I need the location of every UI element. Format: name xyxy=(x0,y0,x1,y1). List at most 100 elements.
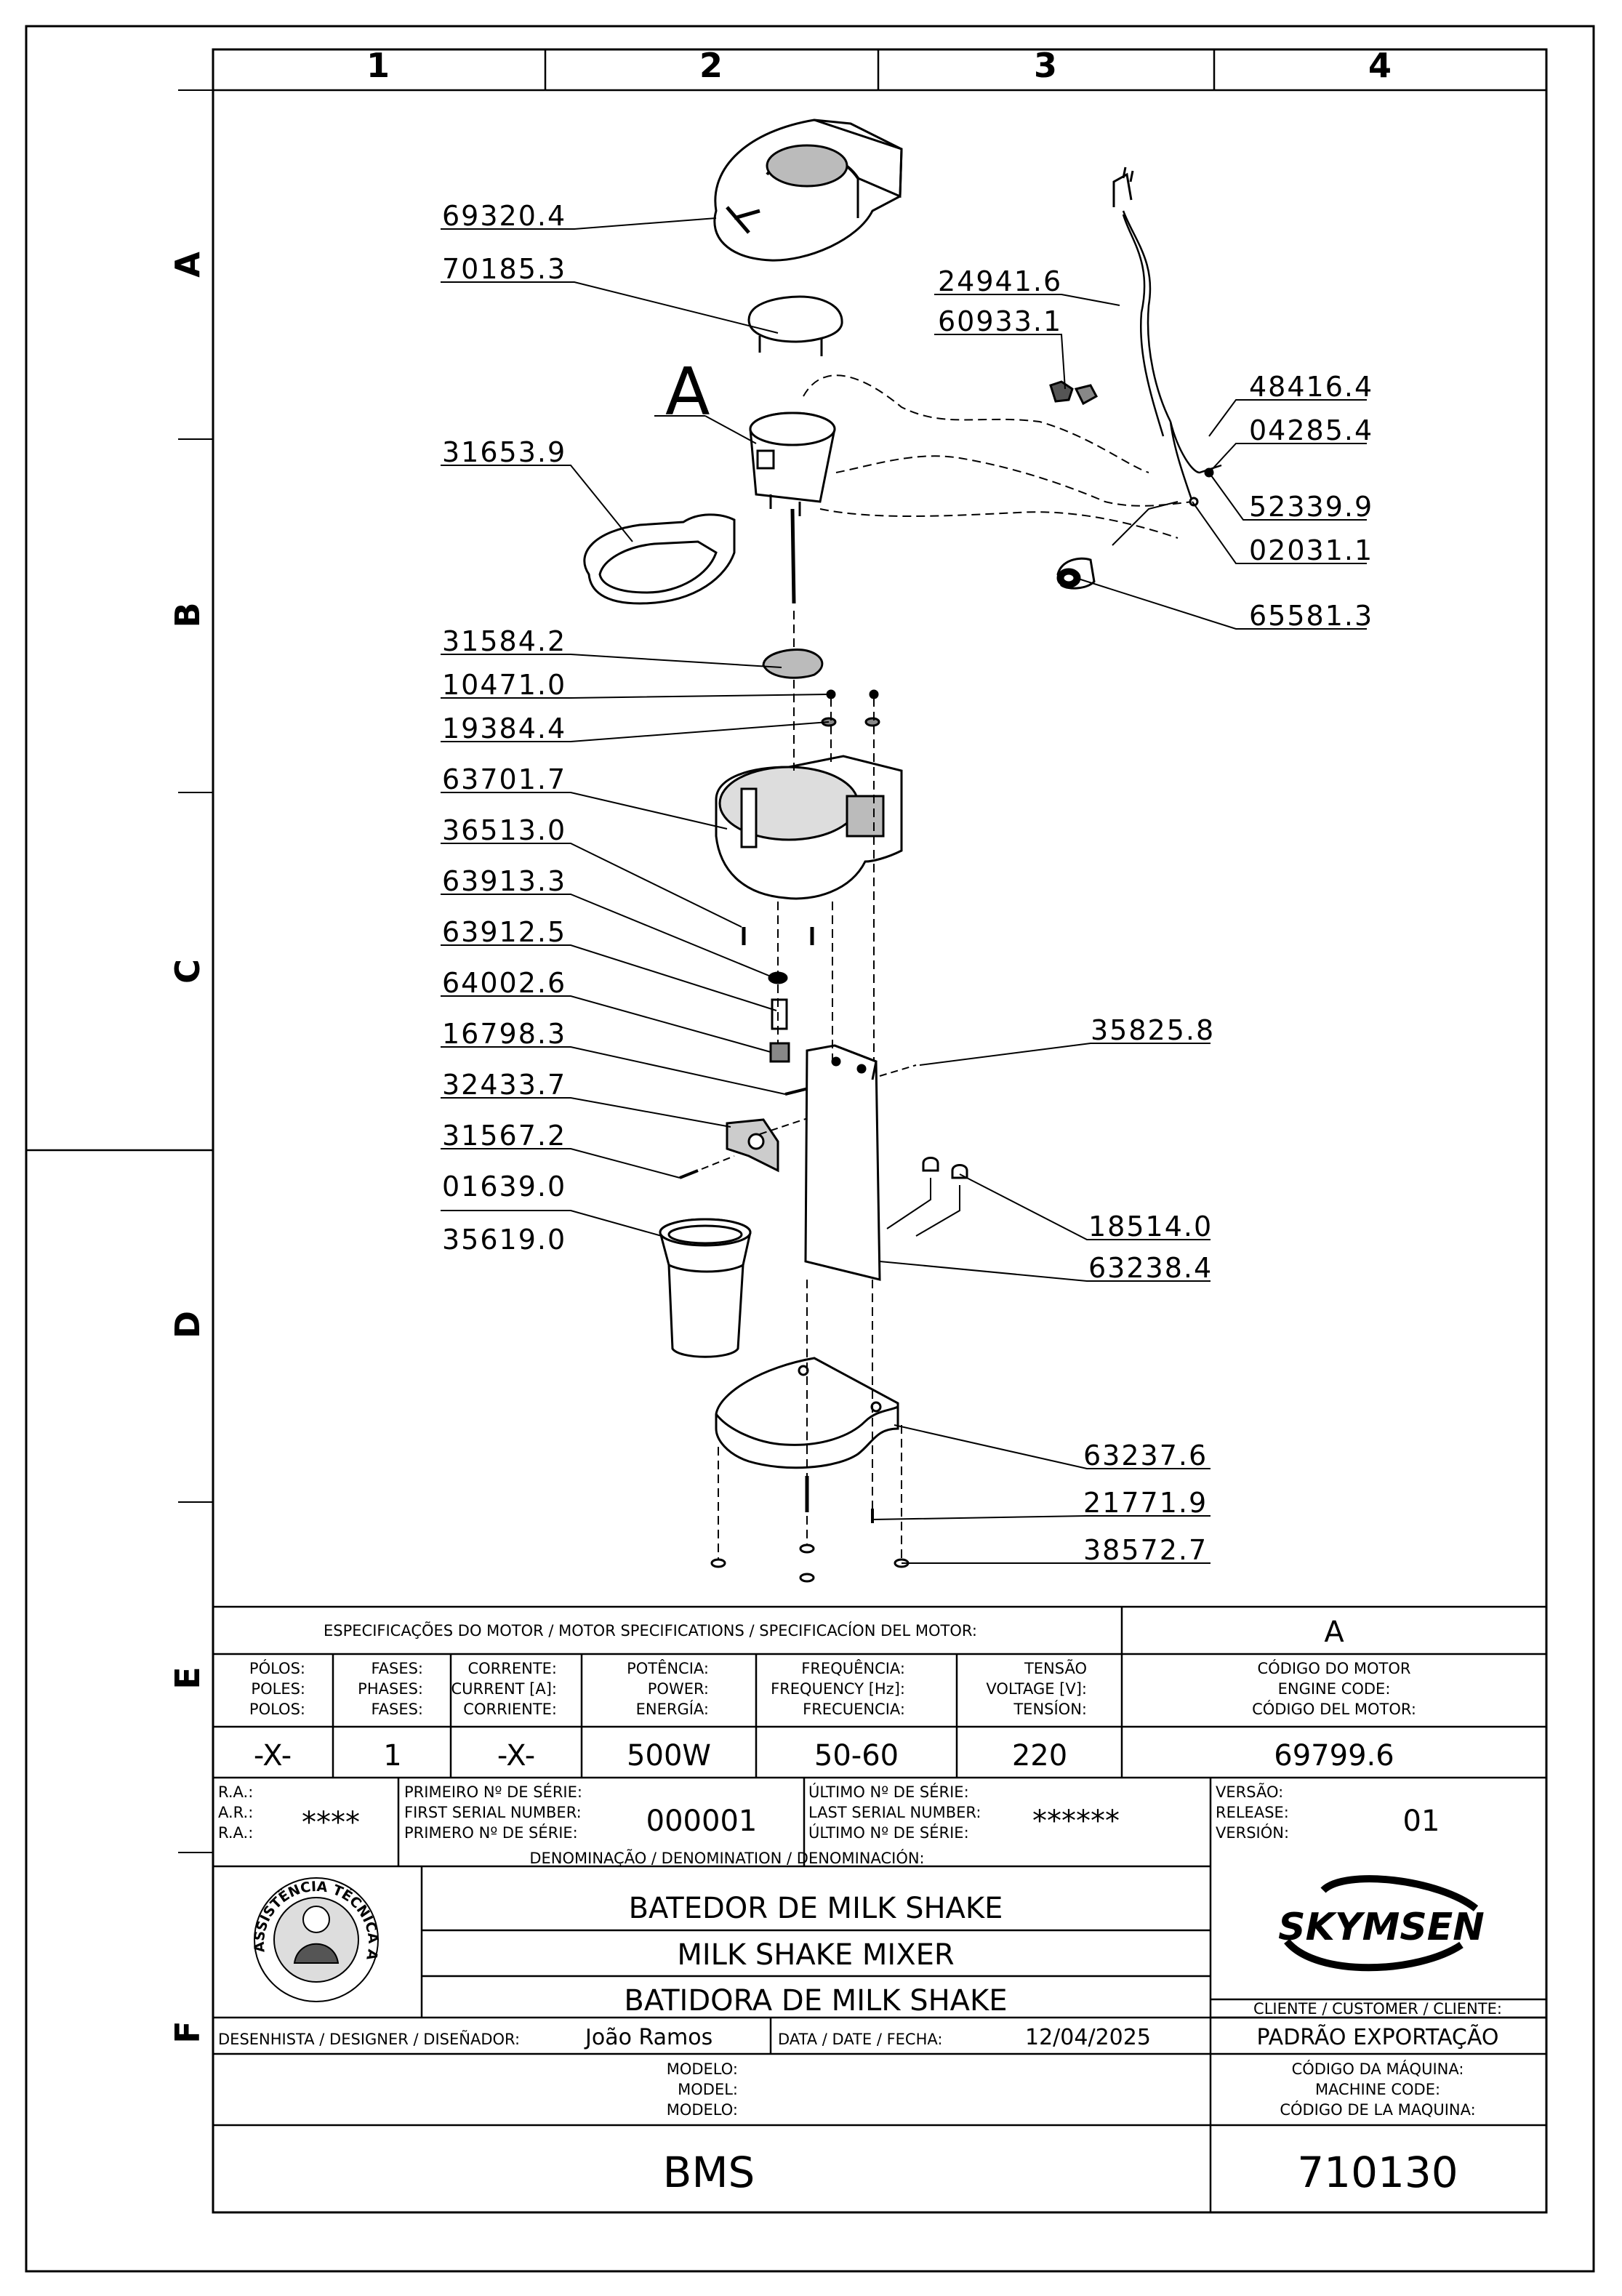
authorized-service-seal: ASSISTÊNCIA TÉCNICA AUTORIZADA xyxy=(0,0,381,2002)
grid-row-a: A xyxy=(168,252,207,278)
designer-value: João Ramos xyxy=(584,2025,712,2050)
detail-marker-a: A xyxy=(665,354,710,430)
part-label-63238-4: 63238.4 xyxy=(1088,1252,1213,1284)
frequency-label-pt: FREQUÊNCIA: xyxy=(801,1659,905,1677)
name-es: BATIDORA DE MILK SHAKE xyxy=(624,1984,1007,2018)
model-label-es: MODELO: xyxy=(667,2101,738,2119)
part-label-01639-0: 01639.0 xyxy=(442,1171,566,1203)
model-value: BMS xyxy=(663,2148,755,2197)
machine-code-label-en: MACHINE CODE: xyxy=(1315,2081,1440,2098)
brand-wordmark: SKYMSEN xyxy=(1278,1906,1485,1949)
base-plate-part xyxy=(715,1357,899,1469)
part-label-63912-5: 63912.5 xyxy=(442,916,566,948)
title-block xyxy=(213,1605,1546,2212)
part-label-35619-0: 35619.0 xyxy=(442,1224,566,1256)
voltage-label-en: VOLTAGE [V]: xyxy=(986,1680,1087,1698)
current-label-en: CURRENT [A]: xyxy=(451,1680,557,1698)
part-label-21771-9: 21771.9 xyxy=(1083,1487,1208,1519)
outer-border xyxy=(25,25,1595,2273)
part-label-65581-3: 65581.3 xyxy=(1249,600,1373,632)
ra-label-pt: R.A.: xyxy=(218,1783,253,1801)
phases-label-pt: FASES: xyxy=(371,1660,423,1677)
poles-label-pt: PÓLOS: xyxy=(249,1659,305,1677)
first-serial-label-pt: PRIMEIRO Nº DE SÉRIE: xyxy=(404,1783,582,1801)
grid-column-1: 1 xyxy=(366,46,390,85)
part-label-52339-9: 52339.9 xyxy=(1249,491,1373,523)
coupling-disc-part xyxy=(762,649,824,679)
switch-bracket-part xyxy=(726,1108,837,1173)
machine-code-value: 710130 xyxy=(1297,2148,1458,2197)
part-label-63913-3: 63913.3 xyxy=(442,865,566,897)
model-label-pt: MODELO: xyxy=(667,2060,738,2078)
engine-code-label-en: ENGINE CODE: xyxy=(1278,1680,1391,1698)
last-serial-value: ****** xyxy=(1032,1805,1120,1838)
name-en: MILK SHAKE MIXER xyxy=(677,1938,954,1972)
detail-ref: A xyxy=(1324,1615,1344,1649)
power-cord-part xyxy=(1112,166,1222,502)
grid-row-d: D xyxy=(168,1311,207,1338)
poles-value: -X- xyxy=(254,1739,292,1773)
date-label: DATA / DATE / FECHA: xyxy=(778,2031,942,2048)
first-serial-value: 000001 xyxy=(646,1805,758,1838)
skymsen-logo: SKYMSEN xyxy=(1278,1875,1485,1972)
switch-knob-part xyxy=(1056,557,1096,590)
part-number-labels: 69320.4 70185.3 31653.9 31584.2 10471.0 … xyxy=(442,200,1373,1566)
power-label-en: POWER: xyxy=(648,1680,709,1698)
cap-part xyxy=(747,295,843,356)
part-label-60933-1: 60933.1 xyxy=(938,305,1062,337)
phases-value: 1 xyxy=(383,1739,401,1773)
first-serial-label-es: PRIMERO Nº DE SÉRIE: xyxy=(404,1823,578,1842)
last-serial-label-en: LAST SERIAL NUMBER: xyxy=(808,1804,981,1821)
last-serial-label-es: ÚLTIMO Nº DE SÉRIE: xyxy=(808,1823,969,1842)
part-label-64002-6: 64002.6 xyxy=(442,967,566,999)
part-label-70185-3: 70185.3 xyxy=(442,253,566,285)
ra-label-es: R.A.: xyxy=(218,1824,253,1842)
part-label-19384-4: 19384.4 xyxy=(442,713,566,744)
part-label-31567-2: 31567.2 xyxy=(442,1120,566,1152)
part-label-10471-0: 10471.0 xyxy=(442,669,566,701)
frequency-label-en: FREQUENCY [Hz]: xyxy=(771,1680,905,1698)
part-label-36513-0: 36513.0 xyxy=(442,814,566,846)
machine-code-label-es: CÓDIGO DE LA MAQUINA: xyxy=(1280,2100,1475,2119)
engine-code-label-es: CÓDIGO DEL MOTOR: xyxy=(1252,1700,1416,1718)
power-value: 500W xyxy=(627,1739,711,1773)
version-label-pt: VERSÃO: xyxy=(1216,1782,1283,1801)
grid-column-labels: 1 2 3 4 xyxy=(366,46,1392,85)
machine-exploded-view: A xyxy=(583,119,1222,1583)
inner-border xyxy=(212,48,1548,2214)
title-block-text: ESPECIFICAÇÕES DO MOTOR / MOTOR SPECIFIC… xyxy=(0,0,1502,2197)
machine-code-label-pt: CÓDIGO DA MÁQUINA: xyxy=(1292,2060,1464,2078)
motor-part xyxy=(749,412,836,604)
client-value: PADRÃO EXPORTAÇÃO xyxy=(1257,2024,1499,2050)
part-label-32433-7: 32433.7 xyxy=(442,1069,566,1101)
leader-lines xyxy=(441,217,1367,1564)
assembly-axes xyxy=(718,611,902,1560)
engine-code-value: 69799.6 xyxy=(1274,1739,1394,1773)
designer-label: DESENHISTA / DESIGNER / DISEÑADOR: xyxy=(218,2029,520,2048)
poles-label-en: POLES: xyxy=(251,1680,305,1698)
part-label-48416-4: 48416.4 xyxy=(1249,371,1373,403)
motor-spec-header: ESPECIFICAÇÕES DO MOTOR / MOTOR SPECIFIC… xyxy=(324,1621,977,1639)
name-pt: BATEDOR DE MILK SHAKE xyxy=(629,1892,1003,1925)
cup-part xyxy=(659,1218,752,1358)
frequency-value: 50-60 xyxy=(814,1739,899,1773)
grid-row-f: F xyxy=(168,2020,207,2043)
part-label-31584-2: 31584.2 xyxy=(442,625,566,657)
part-label-16798-3: 16798.3 xyxy=(442,1018,566,1050)
drip-tray-part xyxy=(583,513,736,605)
grid-row-labels: A B C D E F xyxy=(168,252,207,2044)
part-label-02031-1: 02031.1 xyxy=(1249,534,1373,566)
part-label-69320-4: 69320.4 xyxy=(442,200,566,232)
first-serial-label-en: FIRST SERIAL NUMBER: xyxy=(404,1804,582,1821)
grid-column-3: 3 xyxy=(1034,46,1057,85)
power-label-es: ENERGÍA: xyxy=(636,1700,709,1718)
poles-label-es: POLOS: xyxy=(249,1701,305,1718)
top-cover-part xyxy=(713,119,903,262)
date-value: 12/04/2025 xyxy=(1025,2025,1151,2050)
voltage-label-pt: TENSÃO xyxy=(1024,1658,1087,1677)
ra-label-en: A.R.: xyxy=(218,1804,253,1821)
power-label-pt: POTÊNCIA: xyxy=(627,1659,709,1677)
model-label-en: MODEL: xyxy=(678,2081,738,2098)
version-value: 01 xyxy=(1403,1805,1440,1838)
